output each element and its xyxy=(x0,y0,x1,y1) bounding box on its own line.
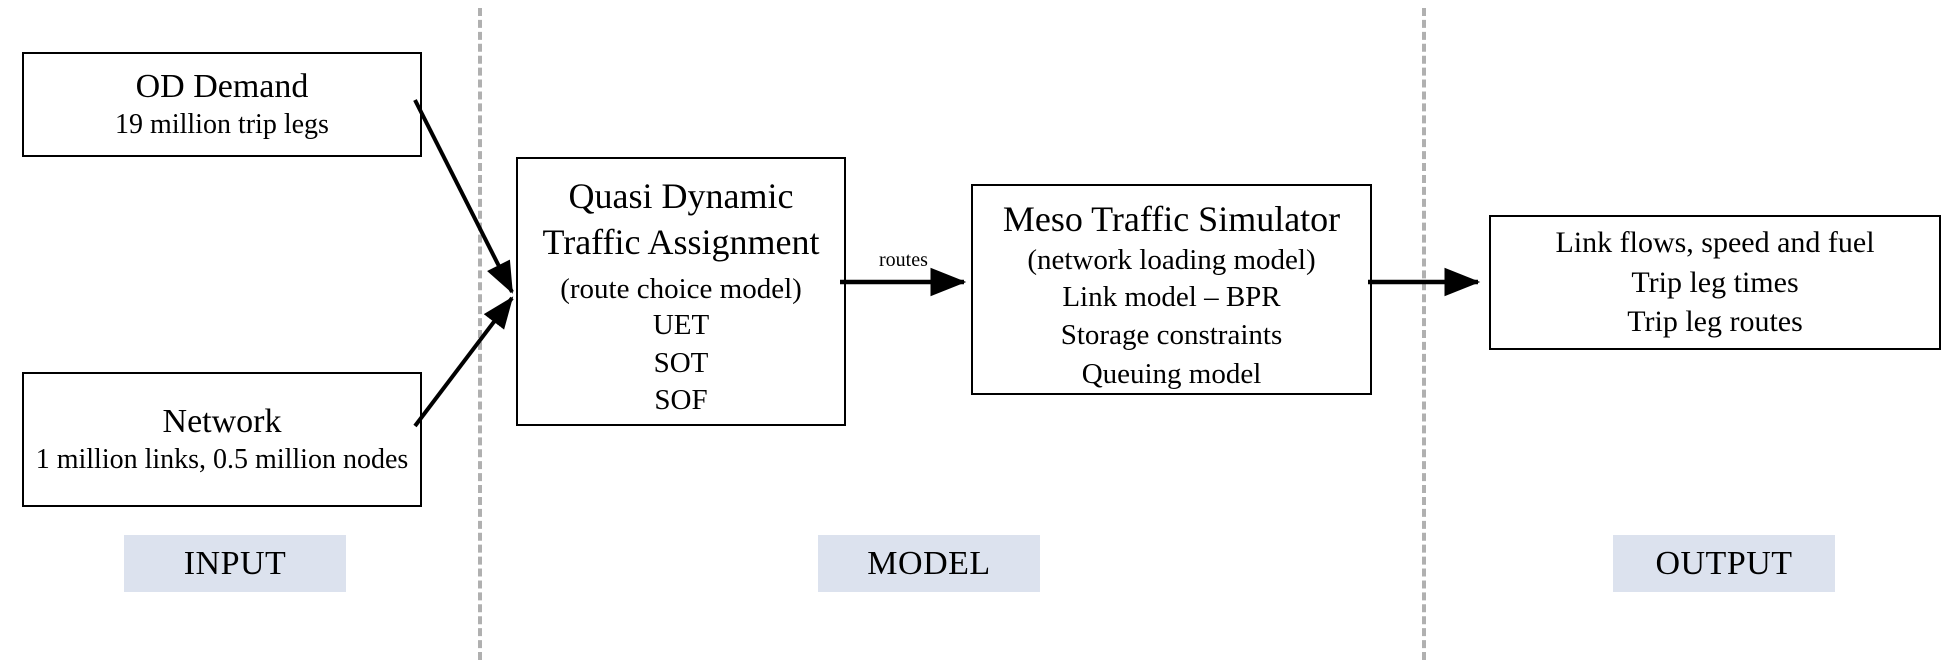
box-qdta-title-line1: Quasi Dynamic xyxy=(568,176,794,216)
box-meso-item-queuing-model: Queuing model xyxy=(1081,357,1262,390)
box-output-line-2: Trip leg times xyxy=(1631,265,1799,299)
zone-divider-input-model xyxy=(478,8,482,660)
zone-label-output: OUTPUT xyxy=(1613,535,1835,592)
box-output-line-1: Link flows, speed and fuel xyxy=(1555,225,1875,259)
box-qdta-title-line2: Traffic Assignment xyxy=(542,222,820,263)
box-network-subtitle: 1 million links, 0.5 million nodes xyxy=(35,444,409,476)
box-meso-traffic-simulator: Meso Traffic Simulator (network loading … xyxy=(971,184,1372,395)
arrow-network-to-qdta xyxy=(413,296,514,428)
box-meso-item-link-model: Link model – BPR xyxy=(1062,281,1281,314)
box-meso-item-storage-constraints: Storage constraints xyxy=(1060,319,1283,352)
box-meso-subtitle: (network loading model) xyxy=(1027,244,1316,277)
box-quasi-dynamic-traffic-assignment: Quasi Dynamic Traffic Assignment (route … xyxy=(516,157,846,426)
box-network-title: Network xyxy=(162,403,282,441)
box-network: Network 1 million links, 0.5 million nod… xyxy=(22,372,422,507)
arrow-label-routes: routes xyxy=(879,249,928,271)
box-output-results: Link flows, speed and fuel Trip leg time… xyxy=(1489,215,1941,350)
box-qdta-item-uet: UET xyxy=(652,309,710,342)
box-qdta-subtitle: (route choice model) xyxy=(560,273,802,306)
box-od-demand-title: OD Demand xyxy=(135,68,309,106)
box-qdta-item-sot: SOT xyxy=(653,346,709,379)
arrow-od-demand-to-qdta xyxy=(413,99,514,294)
zone-label-model: MODEL xyxy=(818,535,1040,592)
box-od-demand: OD Demand 19 million trip legs xyxy=(22,52,422,157)
box-meso-title: Meso Traffic Simulator xyxy=(1002,199,1341,239)
zone-divider-model-output xyxy=(1422,8,1426,660)
box-qdta-item-sof: SOF xyxy=(654,384,708,417)
box-output-line-3: Trip leg routes xyxy=(1627,305,1803,339)
arrow-qdta-to-meso xyxy=(840,267,967,297)
box-od-demand-subtitle: 19 million trip legs xyxy=(115,109,329,140)
zone-label-input: INPUT xyxy=(124,535,346,592)
arrow-meso-to-output xyxy=(1368,267,1481,297)
